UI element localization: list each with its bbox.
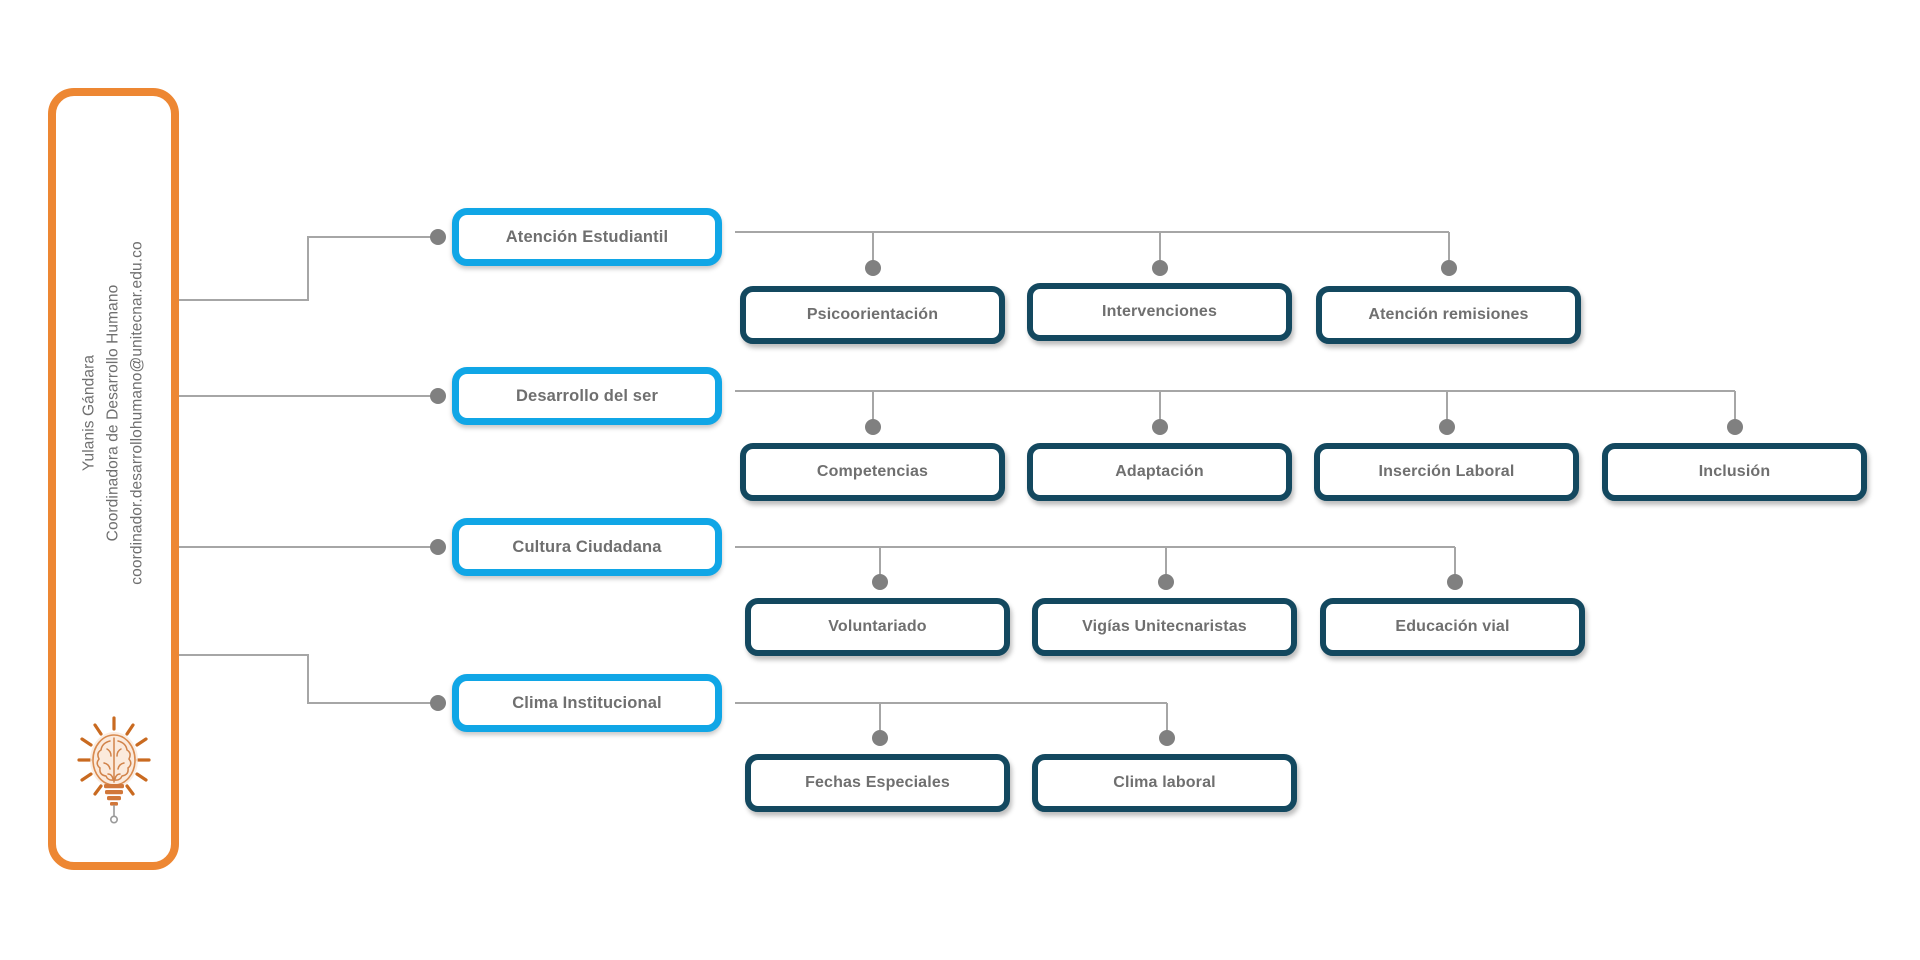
node-label: Inclusión	[1698, 463, 1771, 480]
node-label: Clima laboral	[1113, 774, 1216, 791]
leaf-vigias-unitecnaristas[interactable]: Vigías Unitecnaristas	[1032, 598, 1297, 656]
leaf-voluntariado[interactable]: Voluntariado	[745, 598, 1010, 656]
connector-dot	[1439, 419, 1455, 435]
node-label: Educación vial	[1395, 618, 1510, 635]
connector-dot	[430, 695, 446, 711]
owner-text-block: Yulanis Gándara Coordinadora de Desarrol…	[56, 96, 171, 716]
connector-dot	[430, 539, 446, 555]
brain-lightbulb-icon	[76, 716, 151, 826]
leaf-atencion-remisiones[interactable]: Atención remisiones	[1316, 286, 1581, 344]
connector-dot	[1158, 574, 1174, 590]
node-label: Atención remisiones	[1368, 306, 1529, 323]
connector-dot	[430, 229, 446, 245]
connector-dot	[1441, 260, 1457, 276]
node-label: Fechas Especiales	[805, 774, 950, 791]
branch-clima-institucional[interactable]: Clima Institucional	[452, 674, 722, 732]
node-label: Vigías Unitecnaristas	[1082, 618, 1247, 635]
connector-dot	[872, 574, 888, 590]
connector-dot	[1159, 730, 1175, 746]
connector-dot	[865, 419, 881, 435]
node-label: Cultura Ciudadana	[512, 537, 662, 556]
leaf-psicoorientacion[interactable]: Psicoorientación	[740, 286, 1005, 344]
owner-role: Coordinadora de Desarrollo Humano	[104, 284, 122, 542]
node-label: Psicoorientación	[806, 306, 939, 323]
connector-dot	[1152, 260, 1168, 276]
leaf-insercion-laboral[interactable]: Inserción Laboral	[1314, 443, 1579, 501]
connector-dot	[1727, 419, 1743, 435]
owner-panel[interactable]: Yulanis Gándara Coordinadora de Desarrol…	[48, 88, 179, 870]
connector-dot	[1447, 574, 1463, 590]
connector-dot	[872, 730, 888, 746]
node-label: Clima Institucional	[512, 693, 662, 712]
leaf-intervenciones[interactable]: Intervenciones	[1027, 283, 1292, 341]
leaf-inclusion[interactable]: Inclusión	[1602, 443, 1867, 501]
leaf-competencias[interactable]: Competencias	[740, 443, 1005, 501]
leaf-educacion-vial[interactable]: Educación vial	[1320, 598, 1585, 656]
branch-atencion-estudiantil[interactable]: Atención Estudiantil	[452, 208, 722, 266]
leaf-adaptacion[interactable]: Adaptación	[1027, 443, 1292, 501]
connector-dot	[430, 388, 446, 404]
leaf-fechas-especiales[interactable]: Fechas Especiales	[745, 754, 1010, 812]
connector-dot	[1152, 419, 1168, 435]
node-label: Desarrollo del ser	[515, 386, 659, 405]
branch-desarrollo-del-ser[interactable]: Desarrollo del ser	[452, 367, 722, 425]
leaf-clima-laboral[interactable]: Clima laboral	[1032, 754, 1297, 812]
node-label: Voluntariado	[828, 618, 927, 635]
node-label: Atención Estudiantil	[505, 227, 669, 246]
node-label: Intervenciones	[1101, 303, 1218, 320]
owner-name: Yulanis Gándara	[80, 354, 98, 472]
node-label: Competencias	[816, 463, 929, 480]
connector-dot	[865, 260, 881, 276]
branch-cultura-ciudadana[interactable]: Cultura Ciudadana	[452, 518, 722, 576]
node-label: Adaptación	[1115, 463, 1204, 480]
node-label: Inserción Laboral	[1378, 463, 1515, 480]
owner-email: coordinador.desarrollohumano@unitecnar.e…	[128, 241, 146, 585]
